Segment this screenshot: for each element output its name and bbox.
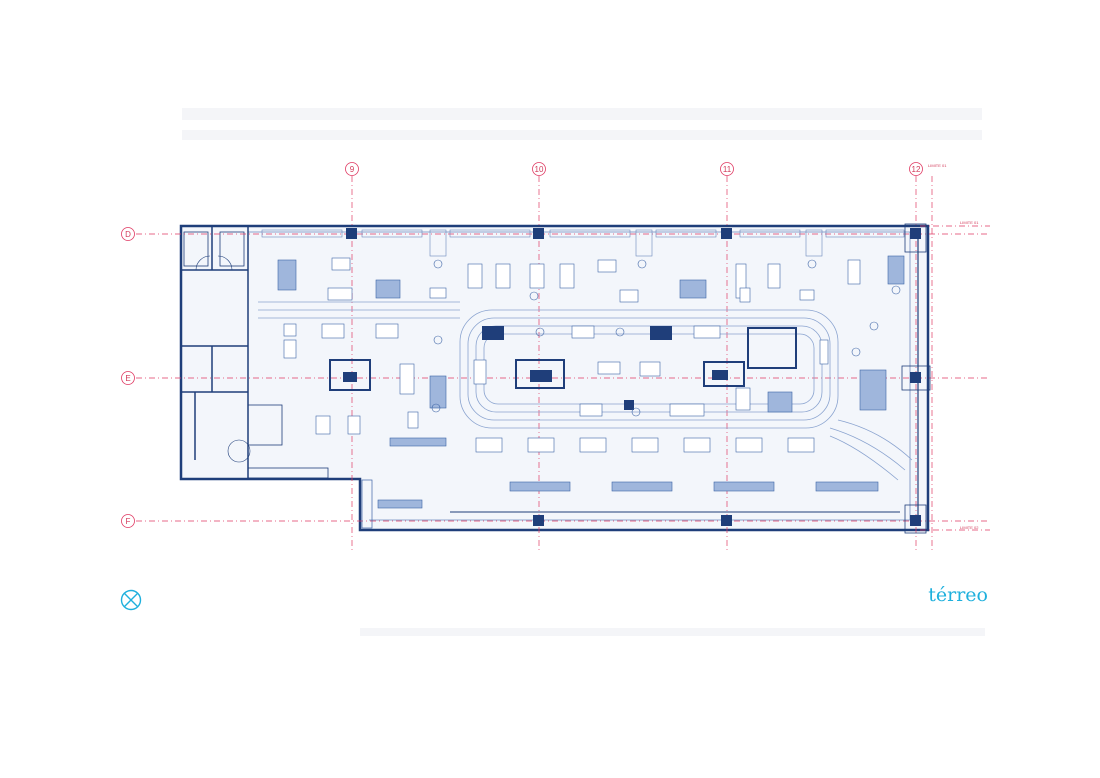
grid-label-F: F [126, 517, 131, 526]
grid-bubble-F: F [121, 514, 135, 528]
seats [431, 259, 901, 417]
north-arrow-icon [120, 589, 142, 611]
grid-bubble-11: 11 [720, 162, 734, 176]
grid-bubble-12: 12 [909, 162, 923, 176]
grid-label-10: 10 [535, 165, 544, 174]
floor-label: térreo [928, 584, 988, 606]
limit-label-column: LIMITE 01 [928, 163, 947, 168]
tables-and-racks [277, 255, 905, 509]
facade-bays [261, 229, 905, 257]
grid-label-D: D [125, 230, 131, 239]
grid-label-9: 9 [350, 165, 355, 174]
grid-bubble-E: E [121, 371, 135, 385]
entrance-area [361, 479, 900, 529]
grid-bubble-9: 9 [345, 162, 359, 176]
service-core [180, 225, 329, 480]
circulation-track [258, 301, 913, 481]
grid-bubble-D: D [121, 227, 135, 241]
column-outlines [901, 223, 931, 534]
small-tables [283, 257, 861, 435]
display-islands [329, 327, 797, 391]
grid-label-11: 11 [723, 165, 732, 174]
structural-columns [346, 228, 921, 526]
display-units-dark [343, 326, 728, 410]
grid-bubble-10: 10 [532, 162, 546, 176]
bench-counters [475, 437, 815, 453]
limit-label-bottom: LIMITE 02 [960, 525, 979, 530]
grid-label-E: E [125, 374, 130, 383]
background-texture [182, 108, 985, 636]
limit-label-top: LIMITE 01 [960, 220, 979, 225]
grid-label-12: 12 [912, 165, 921, 174]
